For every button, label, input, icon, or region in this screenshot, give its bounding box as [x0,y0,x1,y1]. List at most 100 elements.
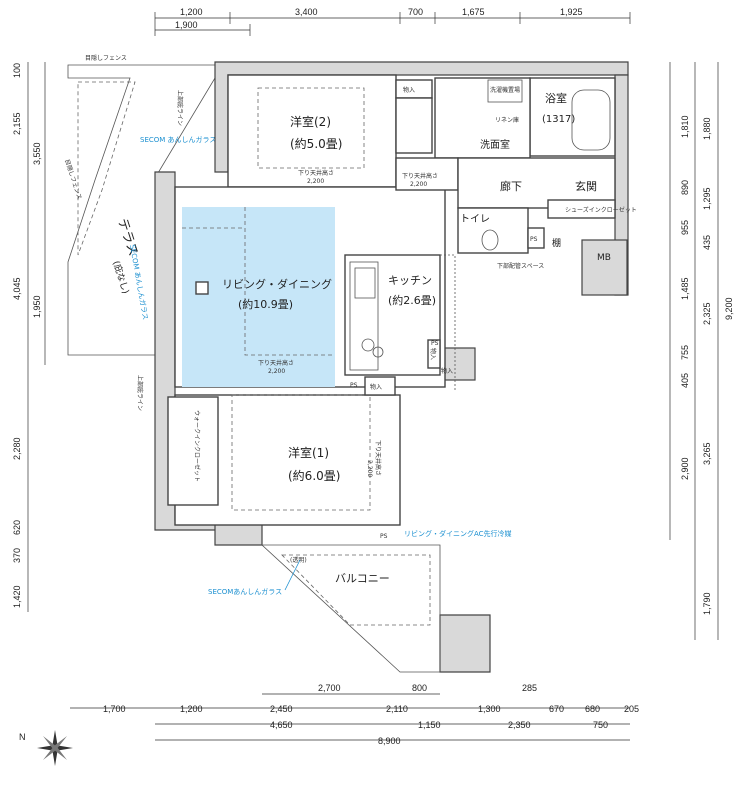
bath-size: (1317) [542,114,575,125]
dim-bottom-10: 680 [585,704,600,714]
bedroom1-name: 洋室(1) [288,445,329,460]
dim-right-14: 9,200 [724,297,734,320]
secom-label-2: SECOM あんしんガラス [128,244,150,321]
dim-left-5: 620 [12,520,22,535]
living-size: (約10.9畳) [238,297,293,311]
dim-left-1: 100 [12,63,22,78]
dim-top-5: 1,925 [560,7,583,17]
storage-label-2: 物入 [429,348,437,360]
top-dimensions: 1,200 3,400 700 1,675 1,925 1,900 [154,7,631,36]
ceiling-label-1: 下り天井高さ [298,169,334,177]
dim-bottom-6: 2,450 [270,704,293,714]
dim-bottom-14: 2,350 [508,720,531,730]
ps-label-4: PS [380,533,388,540]
balcony: バルコニー (透明) SECOMあんしんガラス リビング・ダイニングAC先行冷媒… [208,529,512,673]
dim-bottom-7: 2,110 [386,704,408,714]
kitchen-name: キッチン [388,274,432,287]
dim-top-6: 1,900 [175,20,198,30]
hallway-label: 廊下 [500,179,522,193]
dim-left-9: 1,950 [32,295,42,318]
kitchen-size: (約2.6畳) [388,293,436,307]
dim-bottom-11: 205 [624,704,639,714]
dim-bottom-4: 1,700 [103,704,126,714]
ps-label-3: PS [431,340,439,347]
mb-label: MB [597,253,611,263]
dim-top-2: 3,400 [295,7,318,17]
dim-top-1: 1,200 [180,7,203,17]
ps-label-2: PS [530,236,538,243]
dim-right-6: 405 [680,373,690,388]
dim-left-2: 2,155 [12,112,22,135]
bottom-dimensions: 2,700 800 285 1,700 1,200 2,450 2,110 1,… [70,683,639,746]
balcony-label: バルコニー [335,572,390,585]
toilet-label: トイレ [460,214,490,225]
dim-bottom-8: 1,300 [478,704,501,714]
ceiling-val-3: 2,200 [366,460,373,477]
upper-line-1: 上部庇ライン [176,90,184,126]
dim-left-3: 4,045 [12,277,22,300]
ceiling-val-1: 2,200 [307,178,324,185]
dim-bottom-total: 8,900 [378,736,401,746]
ceiling-label-2: 下り天井高さ [258,359,294,367]
svg-text:N: N [19,732,26,742]
laundry-label: 洗濯機置場 [490,86,520,94]
washroom-label: 洗面室 [480,138,510,151]
dim-right-7: 2,900 [680,457,690,480]
dim-right-4: 1,485 [680,277,690,300]
dim-right-1: 1,810 [680,115,690,138]
dim-right-13: 1,790 [702,592,712,615]
dim-top-4: 1,675 [462,7,485,17]
dim-right-2: 890 [680,180,690,195]
left-dimensions: 100 2,155 4,045 2,280 620 370 1,420 3,55… [12,62,46,612]
bedroom2-name: 洋室(2) [290,114,331,129]
hall-area: 下り天井高さ 2,200 廊下 玄関 トイレ シューズインクローゼット PS 棚… [395,157,637,375]
secom-label-3: SECOMあんしんガラス [208,587,282,596]
ceiling-label-4: 下り天井高さ [402,172,438,180]
bath-area: 浴室 (1317) 洗濯機置場 リネン庫 洗面室 [434,77,616,159]
living-name: リビング・ダイニング [222,277,332,291]
dim-left-7: 1,420 [12,585,22,608]
dim-bottom-15: 750 [593,720,608,730]
compass-icon: N [19,730,73,766]
storage-label-3: 物入 [370,383,382,391]
dim-right-10: 435 [702,235,712,250]
ac-note-label: リビング・ダイニングAC先行冷媒 [404,529,512,538]
dim-left-6: 370 [12,548,22,563]
dim-bottom-5: 1,200 [180,704,203,714]
bedroom1-size: (約6.0畳) [288,468,340,483]
clear-label: (透明) [290,556,307,564]
dim-right-3: 955 [680,220,690,235]
kitchen: キッチン (約2.6畳) 物入 [344,254,456,390]
bath-name: 浴室 [545,91,567,105]
bedroom2-size: (約5.0畳) [290,136,342,151]
storage-label-4: 物入 [441,367,453,375]
fence-top-label: 目隠しフェンス [85,54,127,62]
bedroom-2: 物入 洋室(2) (約5.0畳) 下り天井高さ 2,200 [227,74,433,188]
shoes-label: シューズインクローゼット [565,206,637,214]
dim-right-8: 1,880 [702,117,712,140]
dim-left-4: 2,280 [12,437,22,460]
ceiling-val-2: 2,200 [268,368,285,375]
fence-left-label: 目隠しフェンス [63,158,84,200]
dim-right-9: 1,295 [702,187,712,210]
bedroom-1: ウォークインクローゼット 物入 PS 洋室(1) (約6.0畳) 下り天井高さ … [167,376,401,526]
shelf-label: 棚 [552,237,561,249]
upper-line-2: 上部庇ライン [136,375,144,411]
dim-bottom-9: 670 [549,704,564,714]
dim-bottom-3: 285 [522,683,537,693]
dim-top-3: 700 [408,7,423,17]
dim-right-11: 2,325 [702,302,712,325]
ceiling-val-4: 2,200 [410,181,427,188]
dim-bottom-1: 2,700 [318,683,341,693]
dim-bottom-13: 1,150 [418,720,441,730]
storage-label-1: 物入 [403,86,415,94]
dim-left-8: 3,550 [32,142,42,165]
dim-right-5: 755 [680,345,690,360]
right-dimensions: 1,810 890 955 1,485 755 405 2,900 1,880 … [669,62,734,640]
dim-bottom-2: 800 [412,683,427,693]
secom-label-1: SECOM あんしんガラス [140,135,216,144]
wic-label: ウォークインクローゼット [193,410,201,482]
ac-marker-living [195,281,209,295]
linen-label: リネン庫 [495,116,519,124]
